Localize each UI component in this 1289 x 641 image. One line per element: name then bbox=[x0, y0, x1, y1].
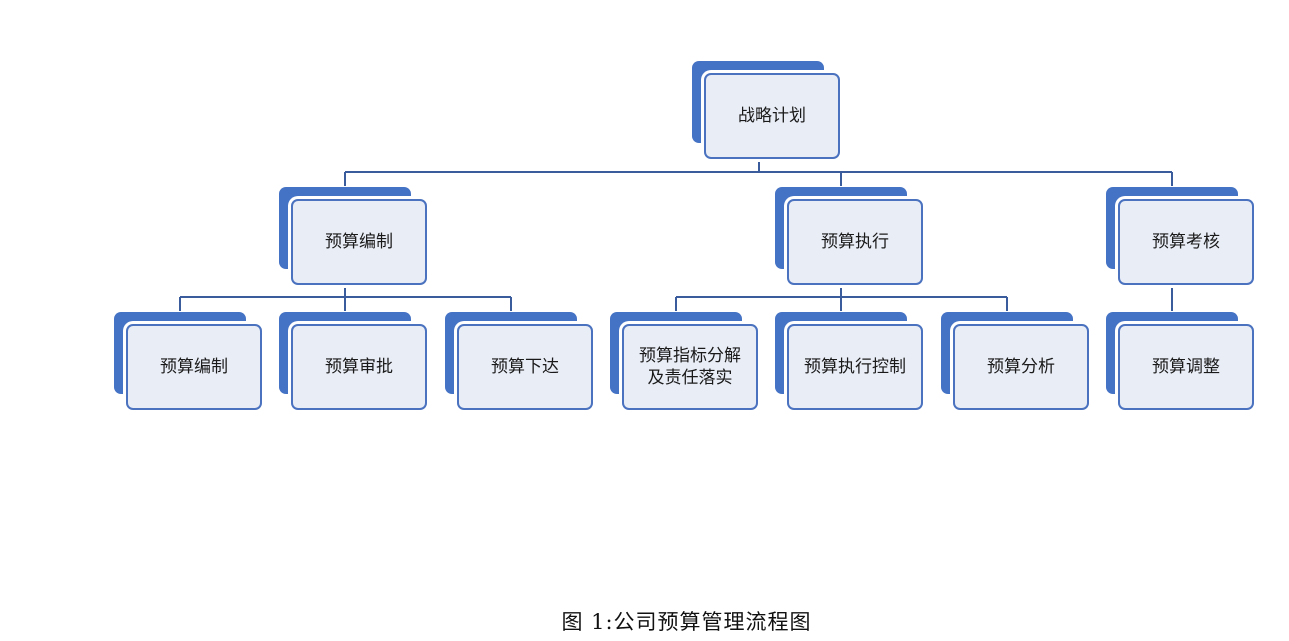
node-strategic-plan: 战略计划 bbox=[692, 61, 842, 159]
figure-caption: 图 1:公司预算管理流程图 bbox=[561, 610, 812, 634]
node-budget-approval: 预算审批 bbox=[279, 312, 429, 410]
node-label: 战略计划 bbox=[738, 106, 806, 126]
node-label: 预算编制 bbox=[160, 357, 228, 377]
node-budget-execution-control: 预算执行控制 bbox=[775, 312, 925, 410]
node-label: 预算执行 bbox=[821, 232, 889, 252]
node-label: 预算编制 bbox=[325, 232, 393, 252]
node-budget-adjustment: 预算调整 bbox=[1106, 312, 1256, 410]
node-label: 预算审批 bbox=[325, 357, 393, 377]
node-label: 预算分析 bbox=[987, 357, 1055, 377]
node-label: 预算考核 bbox=[1152, 232, 1220, 252]
node-label: 预算指标分解 及责任落实 bbox=[639, 346, 741, 388]
node-label: 预算下达 bbox=[491, 357, 559, 377]
node-budget-assessment: 预算考核 bbox=[1106, 187, 1256, 285]
node-budget-execution: 预算执行 bbox=[775, 187, 925, 285]
node-label: 预算执行控制 bbox=[804, 357, 906, 377]
node-label: 预算调整 bbox=[1152, 357, 1220, 377]
node-budget-compilation: 预算编制 bbox=[279, 187, 429, 285]
node-budget-issuance: 预算下达 bbox=[445, 312, 595, 410]
node-budget-target-breakdown: 预算指标分解 及责任落实 bbox=[610, 312, 760, 410]
node-budget-analysis: 预算分析 bbox=[941, 312, 1091, 410]
node-budget-compilation-sub: 预算编制 bbox=[114, 312, 264, 410]
